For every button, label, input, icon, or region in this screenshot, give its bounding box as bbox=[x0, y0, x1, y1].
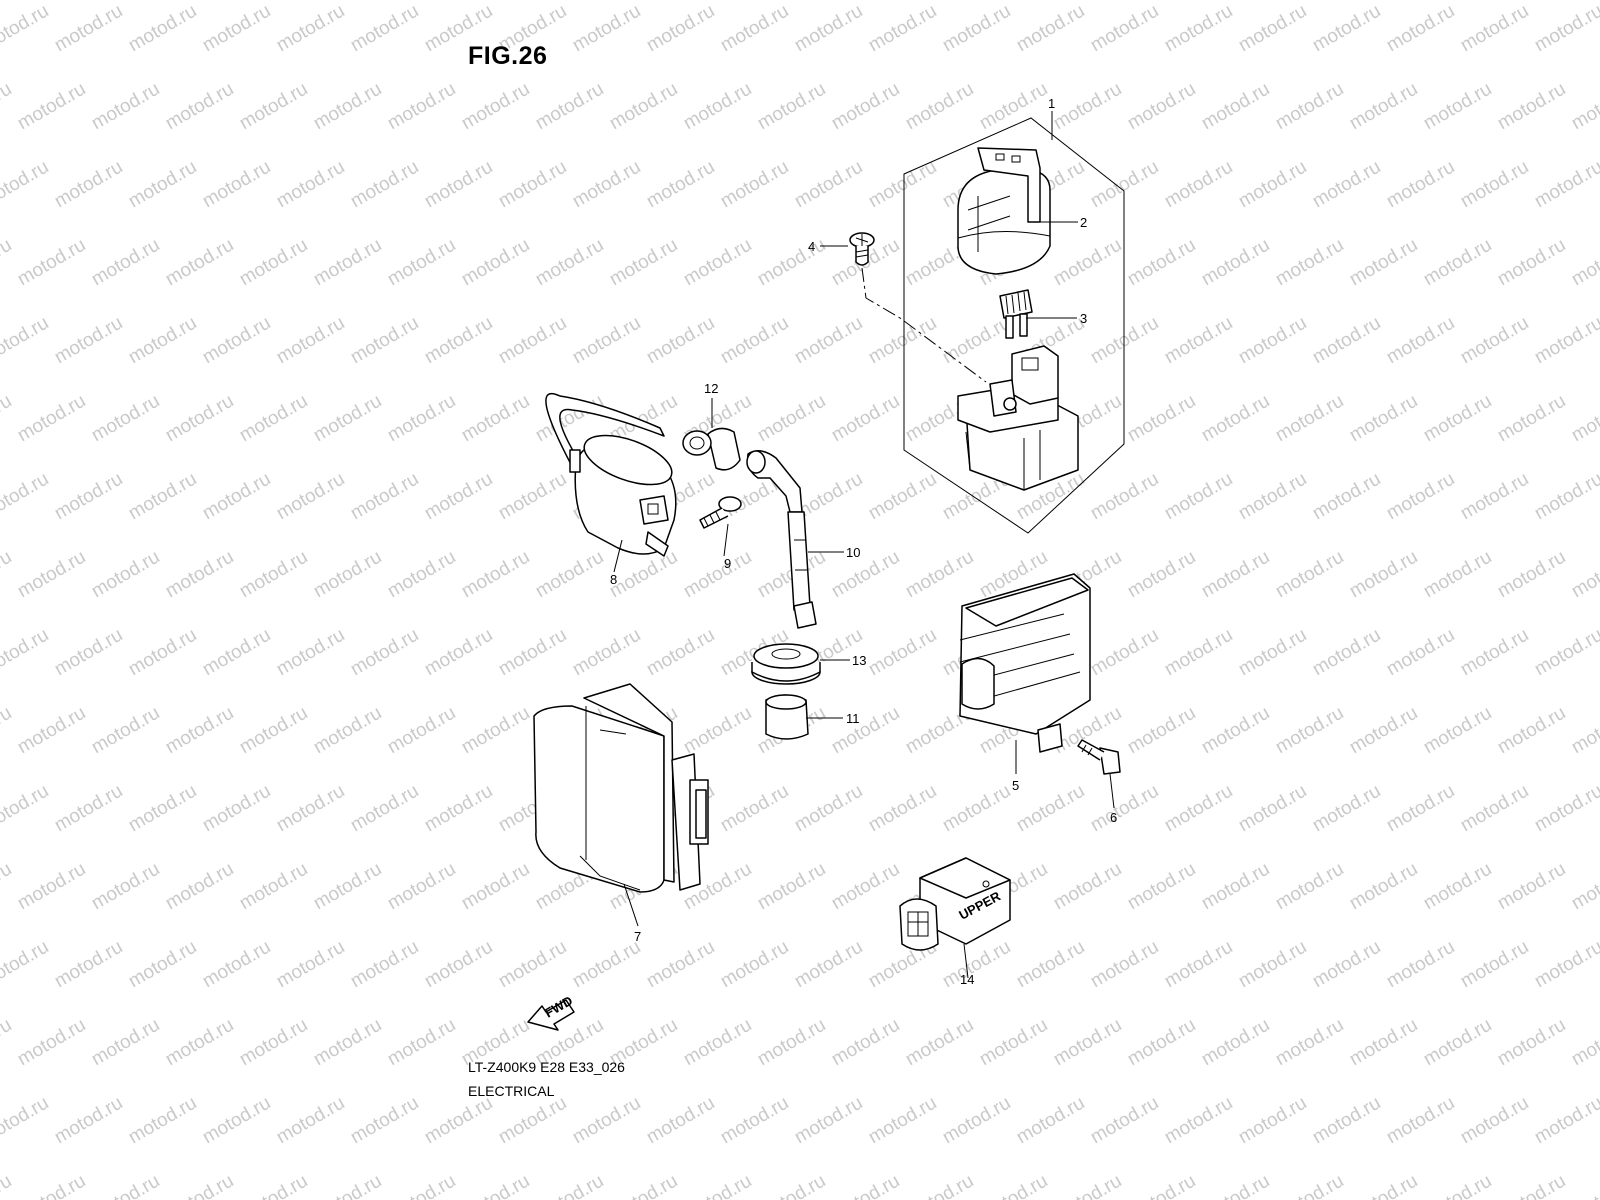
figure-title: FIG.26 bbox=[468, 42, 548, 70]
callout-10: 10 bbox=[846, 545, 860, 560]
starter-relay-body bbox=[957, 345, 1079, 491]
coil-bolt-9 bbox=[699, 496, 742, 529]
callout-6: 6 bbox=[1110, 810, 1117, 825]
callout-7: 7 bbox=[634, 929, 641, 944]
callout-5: 5 bbox=[1012, 778, 1019, 793]
cdi-unit-7 bbox=[533, 683, 709, 893]
rubber-cap-11 bbox=[765, 694, 809, 740]
regulator-rectifier-5 bbox=[959, 573, 1091, 753]
callout-3: 3 bbox=[1080, 311, 1087, 326]
relay-cover-cap bbox=[957, 147, 1051, 275]
forward-direction-arrow bbox=[527, 999, 575, 1031]
model-code: LT-Z400K9 E28 E33_026 bbox=[468, 1059, 625, 1075]
blade-fuse bbox=[999, 289, 1033, 339]
starter-relay-assembly-frame bbox=[903, 117, 1125, 534]
bolt-4-assembly-line bbox=[861, 267, 987, 383]
callout-8: 8 bbox=[610, 572, 617, 587]
callout-4: 4 bbox=[808, 239, 815, 254]
mounting-bolt-4 bbox=[849, 232, 875, 266]
wiring-connector-14 bbox=[899, 857, 1011, 951]
callout-9: 9 bbox=[724, 556, 731, 571]
callout-2: 2 bbox=[1080, 215, 1087, 230]
section-name: ELECTRICAL bbox=[468, 1083, 555, 1099]
callout-12: 12 bbox=[704, 381, 718, 396]
callout-11: 11 bbox=[846, 711, 860, 726]
callout-leaders bbox=[613, 111, 1115, 979]
spark-plug-cap-10 bbox=[746, 450, 817, 629]
callout-14: 14 bbox=[960, 972, 974, 987]
wire-grommet-12 bbox=[682, 427, 741, 471]
callout-1: 1 bbox=[1048, 96, 1055, 111]
regulator-bolt-6 bbox=[1077, 739, 1121, 775]
rubber-washer-13 bbox=[751, 643, 821, 685]
callout-13: 13 bbox=[852, 653, 866, 668]
ignition-coil-8 bbox=[545, 392, 677, 557]
